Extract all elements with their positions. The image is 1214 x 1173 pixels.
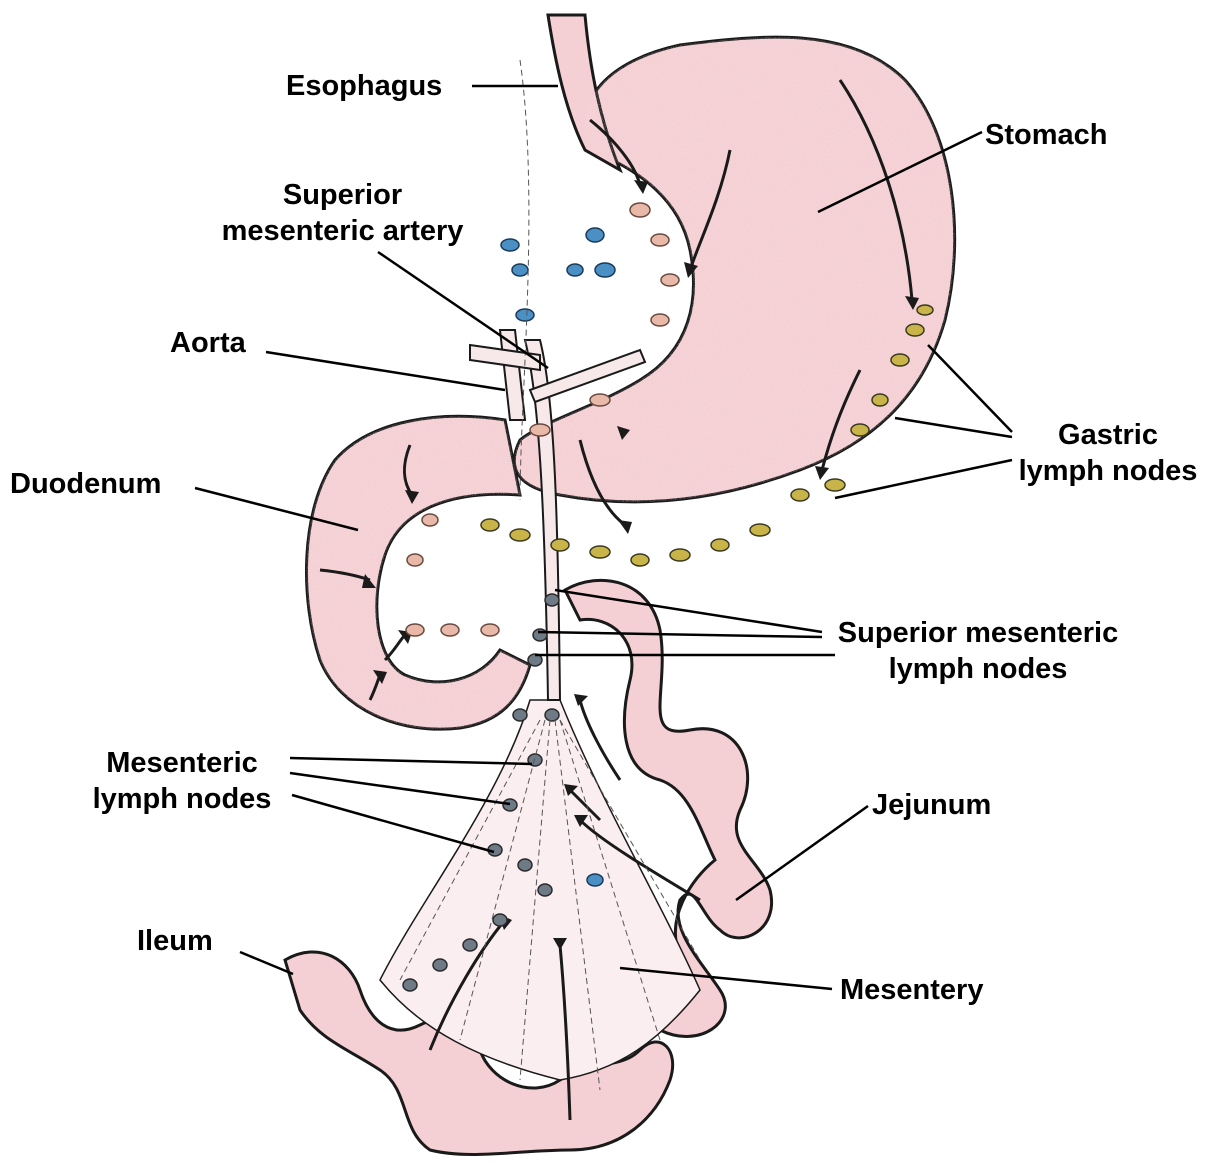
gastric-leader-2 [895, 418, 1012, 437]
gastric-leader-1 [928, 345, 1012, 432]
aorta-label: Aorta [170, 325, 246, 361]
smln-leader-2 [538, 632, 822, 637]
mln-leader-1 [290, 758, 532, 764]
gastric-leader-3 [835, 460, 1012, 498]
jejunum-label: Jejunum [872, 787, 991, 823]
mesentery-label: Mesentery [840, 972, 983, 1008]
jejunum-leader [736, 806, 868, 900]
ileum-label: Ileum [137, 923, 213, 959]
vessels [470, 330, 645, 700]
esophagus-label: Esophagus [286, 68, 442, 104]
stomach-label: Stomach [985, 117, 1107, 153]
mln-leader-2 [290, 773, 510, 804]
mln-leader-3 [292, 795, 494, 852]
duodenum-label: Duodenum [10, 466, 161, 502]
